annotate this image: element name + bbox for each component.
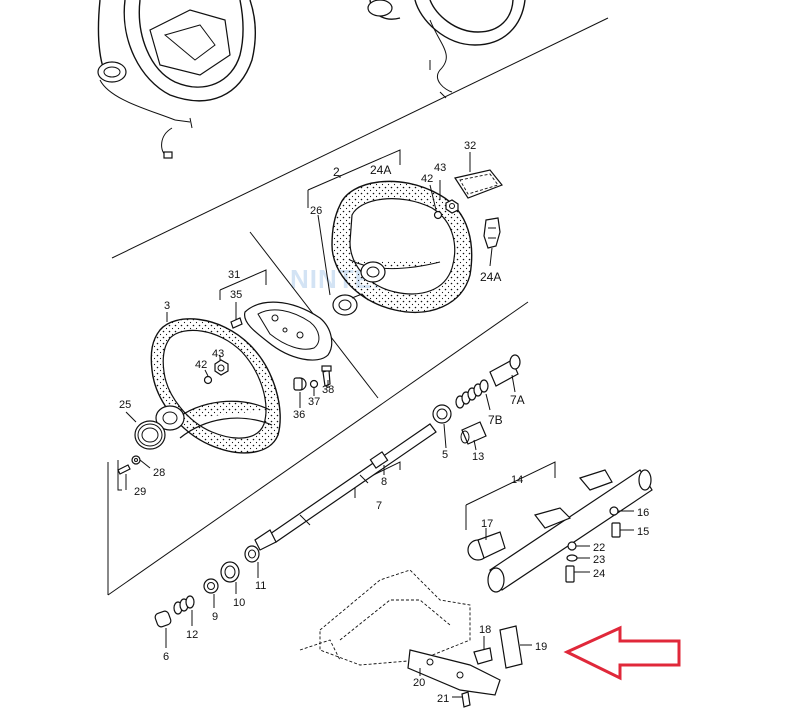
label-37: 37	[308, 396, 320, 408]
label-35: 35	[230, 289, 242, 301]
label-31: 31	[228, 269, 240, 281]
sleeve-7A	[489, 354, 521, 387]
washer-37	[309, 379, 319, 389]
label-42-mid: 42	[195, 359, 207, 371]
lever-20	[407, 649, 501, 696]
washer-22	[567, 541, 577, 551]
label-21: 21	[437, 693, 449, 705]
label-14: 14	[511, 474, 523, 486]
label-9: 9	[212, 611, 218, 623]
leader-lines	[125, 152, 634, 698]
label-26: 26	[310, 205, 322, 217]
washer-23	[566, 554, 578, 562]
screw-38	[321, 365, 332, 387]
washer-42-top	[433, 210, 443, 220]
red-pointer-arrow-icon	[563, 625, 681, 681]
label-3: 3	[164, 300, 170, 312]
label-22: 22	[593, 542, 605, 554]
label-10: 10	[233, 597, 245, 609]
screw-15	[611, 522, 621, 538]
label-24A-top: 24A	[370, 163, 391, 177]
washer-16	[609, 506, 619, 516]
label-11: 11	[255, 580, 266, 592]
label-7A: 7A	[510, 393, 525, 407]
bearing-5	[432, 404, 452, 424]
label-7B: 7B	[488, 413, 503, 427]
screw-29	[117, 464, 131, 475]
horn-pad-31	[243, 301, 333, 361]
label-8: 8	[381, 476, 387, 488]
spring-12	[173, 595, 195, 615]
label-16: 16	[637, 507, 649, 519]
label-43-mid: 43	[212, 348, 224, 360]
washer-28	[131, 455, 141, 465]
label-42-top: 42	[421, 173, 433, 185]
plate-19	[499, 625, 523, 669]
label-28: 28	[153, 467, 165, 479]
bushing-36	[293, 377, 307, 391]
nut-43-top	[445, 199, 459, 214]
label-6: 6	[163, 651, 169, 663]
bushing-13	[460, 421, 487, 445]
label-36: 36	[293, 409, 305, 421]
bracket-7	[354, 461, 401, 498]
label-17: 17	[481, 518, 493, 530]
screw-21	[461, 691, 471, 708]
label-13: 13	[472, 451, 484, 463]
top-left-steering-wheel	[97, 0, 257, 159]
label-19: 19	[535, 641, 547, 653]
column-tube-14	[487, 469, 653, 593]
mounting-bracket	[299, 569, 471, 666]
label-20: 20	[413, 677, 425, 689]
screw-24	[565, 565, 575, 583]
bracket-31	[219, 269, 267, 300]
bushing-6	[154, 610, 172, 628]
divider-line-upper	[111, 17, 609, 259]
bracket-14	[465, 461, 556, 530]
horn-contact-26	[332, 293, 369, 316]
label-43-top: 43	[434, 162, 446, 174]
label-5: 5	[442, 449, 448, 461]
label-15: 15	[637, 526, 649, 538]
label-32: 32	[464, 140, 476, 152]
spring-7B	[455, 379, 489, 409]
horn-contact-25	[134, 420, 166, 450]
washer-42-mid	[203, 375, 213, 385]
screw-35	[230, 317, 243, 329]
steering-shaft-8	[254, 423, 437, 551]
bracket-2	[307, 149, 401, 208]
bushing-17	[467, 531, 506, 561]
bracket-25	[117, 460, 122, 491]
bearing-11	[244, 545, 260, 563]
label-29: 29	[134, 486, 146, 498]
ring-9	[203, 578, 219, 594]
nut-43-mid	[214, 359, 229, 376]
label-24A-right: 24A	[480, 270, 501, 284]
clip-18	[473, 647, 493, 665]
label-38: 38	[322, 384, 334, 396]
divider-line-lower	[107, 301, 529, 596]
clip-24A	[483, 217, 501, 249]
cover-32	[454, 169, 503, 199]
top-right-steering-wheel	[367, 0, 526, 99]
steering-wheel-3	[150, 318, 281, 454]
label-7: 7	[376, 500, 382, 512]
label-18: 18	[479, 624, 491, 636]
label-23: 23	[593, 554, 605, 566]
label-2: 2	[333, 165, 340, 179]
label-25: 25	[119, 399, 131, 411]
bearing-10	[220, 561, 240, 583]
label-12: 12	[186, 629, 198, 641]
label-24: 24	[593, 568, 605, 580]
